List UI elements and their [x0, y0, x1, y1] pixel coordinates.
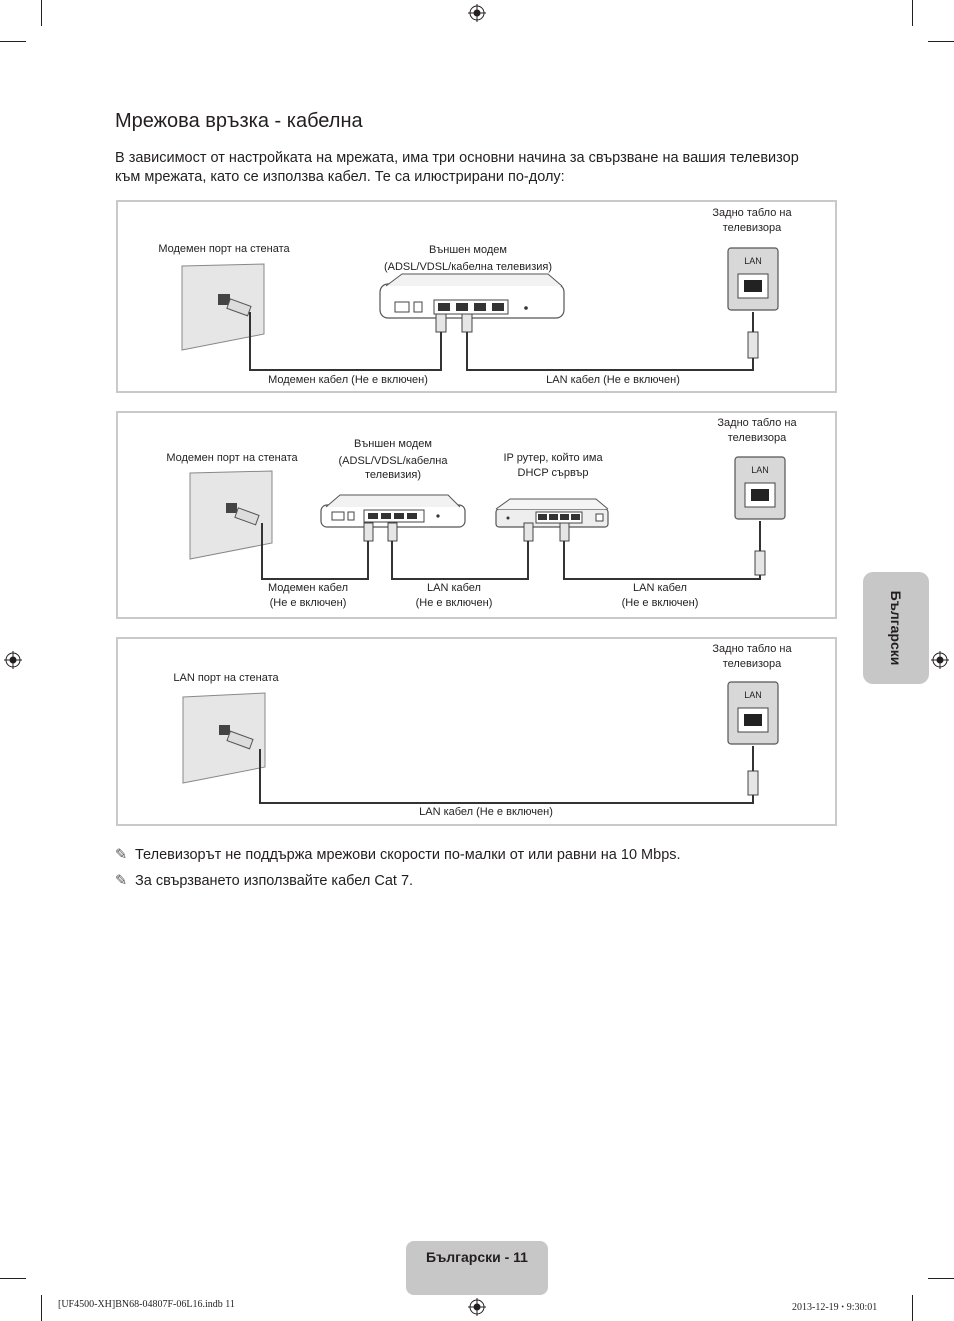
lan-cable-label: LAN кабел — [427, 582, 481, 594]
lan-port-label: LAN — [751, 465, 769, 475]
crop-mark — [0, 41, 26, 42]
registration-mark-icon — [468, 4, 486, 22]
router-label: IP рутер, който има — [503, 452, 603, 464]
modem-label: Външен модем — [429, 244, 507, 256]
lan-cable-label-sub: (Не е включен) — [415, 597, 493, 609]
crop-mark — [912, 1295, 913, 1321]
note-text: Телевизорът не поддържа мрежови скорости… — [135, 847, 681, 863]
language-side-tab-label: Български — [888, 590, 904, 666]
lan-cable-label: LAN кабел — [633, 582, 687, 594]
note-text: За свързването използвайте кабел Cat 7. — [135, 873, 414, 889]
lan-port-label: LAN — [744, 690, 762, 700]
page-title: Мрежова връзка - кабелна — [115, 110, 363, 132]
page-number: Български - 11 — [426, 1249, 528, 1265]
crop-mark — [41, 1295, 42, 1321]
router-label-sub: DHCP сървър — [517, 467, 589, 479]
diagram-modem-to-tv: Модемен порт на стената Външен модем (AD… — [116, 200, 837, 393]
crop-mark — [928, 1278, 954, 1279]
wall-port-label: Модемен порт на стената — [158, 243, 290, 255]
lan-port-label: LAN — [744, 256, 762, 266]
page-number-tab: Български - 11 — [406, 1241, 548, 1295]
modem-label-sub: (ADSL/VDSL/кабелна — [338, 455, 448, 467]
crop-mark — [928, 41, 954, 42]
diagram-modem-router-tv: Модемен порт на стената Външен модем (AD… — [116, 411, 837, 619]
diagram-wall-lan-to-tv: LAN порт на стената Задно табло на телев… — [116, 637, 837, 826]
language-side-tab: Български — [863, 572, 929, 684]
crop-mark — [912, 0, 913, 26]
wall-port-label: Модемен порт на стената — [166, 452, 298, 464]
diagram-drawing — [181, 247, 779, 371]
tv-panel-label: Задно табло на — [717, 417, 797, 429]
tv-panel-label-sub: телевизора — [722, 222, 782, 234]
pencil-icon: ✎ — [115, 847, 128, 863]
crop-mark — [41, 0, 42, 26]
wall-port-label: LAN порт на стената — [173, 672, 279, 684]
note-item: ✎ Телевизорът не поддържа мрежови скорост… — [115, 846, 681, 864]
registration-mark-icon — [468, 1298, 486, 1316]
note-item: ✎ За свързването използвайте кабел Cat 7. — [115, 872, 413, 890]
crop-mark — [0, 1278, 26, 1279]
modem-cable-label: Модемен кабел — [267, 582, 349, 594]
intro-paragraph: В зависимост от настройката на мрежата, … — [115, 150, 799, 185]
modem-cable-label: Модемен кабел (Не е включен) — [268, 374, 428, 386]
modem-label: Външен модем — [354, 438, 432, 450]
print-info-right: 2013-12-19 ꞏ 9:30:01 — [792, 1302, 878, 1313]
modem-label-sub: (ADSL/VDSL/кабелна телевизия) — [383, 261, 552, 273]
tv-panel-label: Задно табло на — [712, 207, 792, 219]
lan-cable-label-sub: (Не е включен) — [621, 597, 699, 609]
modem-label-sub: телевизия) — [365, 469, 421, 481]
pencil-icon: ✎ — [115, 873, 128, 889]
tv-panel-label: Задно табло на — [712, 643, 792, 655]
registration-mark-icon — [931, 651, 949, 669]
lan-cable-label: LAN кабел (Не е включен) — [546, 374, 680, 386]
diagram-drawing — [189, 456, 786, 580]
tv-panel-label-sub: телевизора — [727, 432, 787, 444]
registration-mark-icon — [4, 651, 22, 669]
diagram-drawing — [182, 681, 779, 804]
print-info-left: [UF4500-XH]BN68-04807F-06L16.indb 11 — [58, 1299, 235, 1310]
tv-panel-label-sub: телевизора — [722, 658, 782, 670]
modem-cable-label-sub: (Не е включен) — [269, 597, 347, 609]
lan-cable-label: LAN кабел (Не е включен) — [419, 806, 553, 818]
